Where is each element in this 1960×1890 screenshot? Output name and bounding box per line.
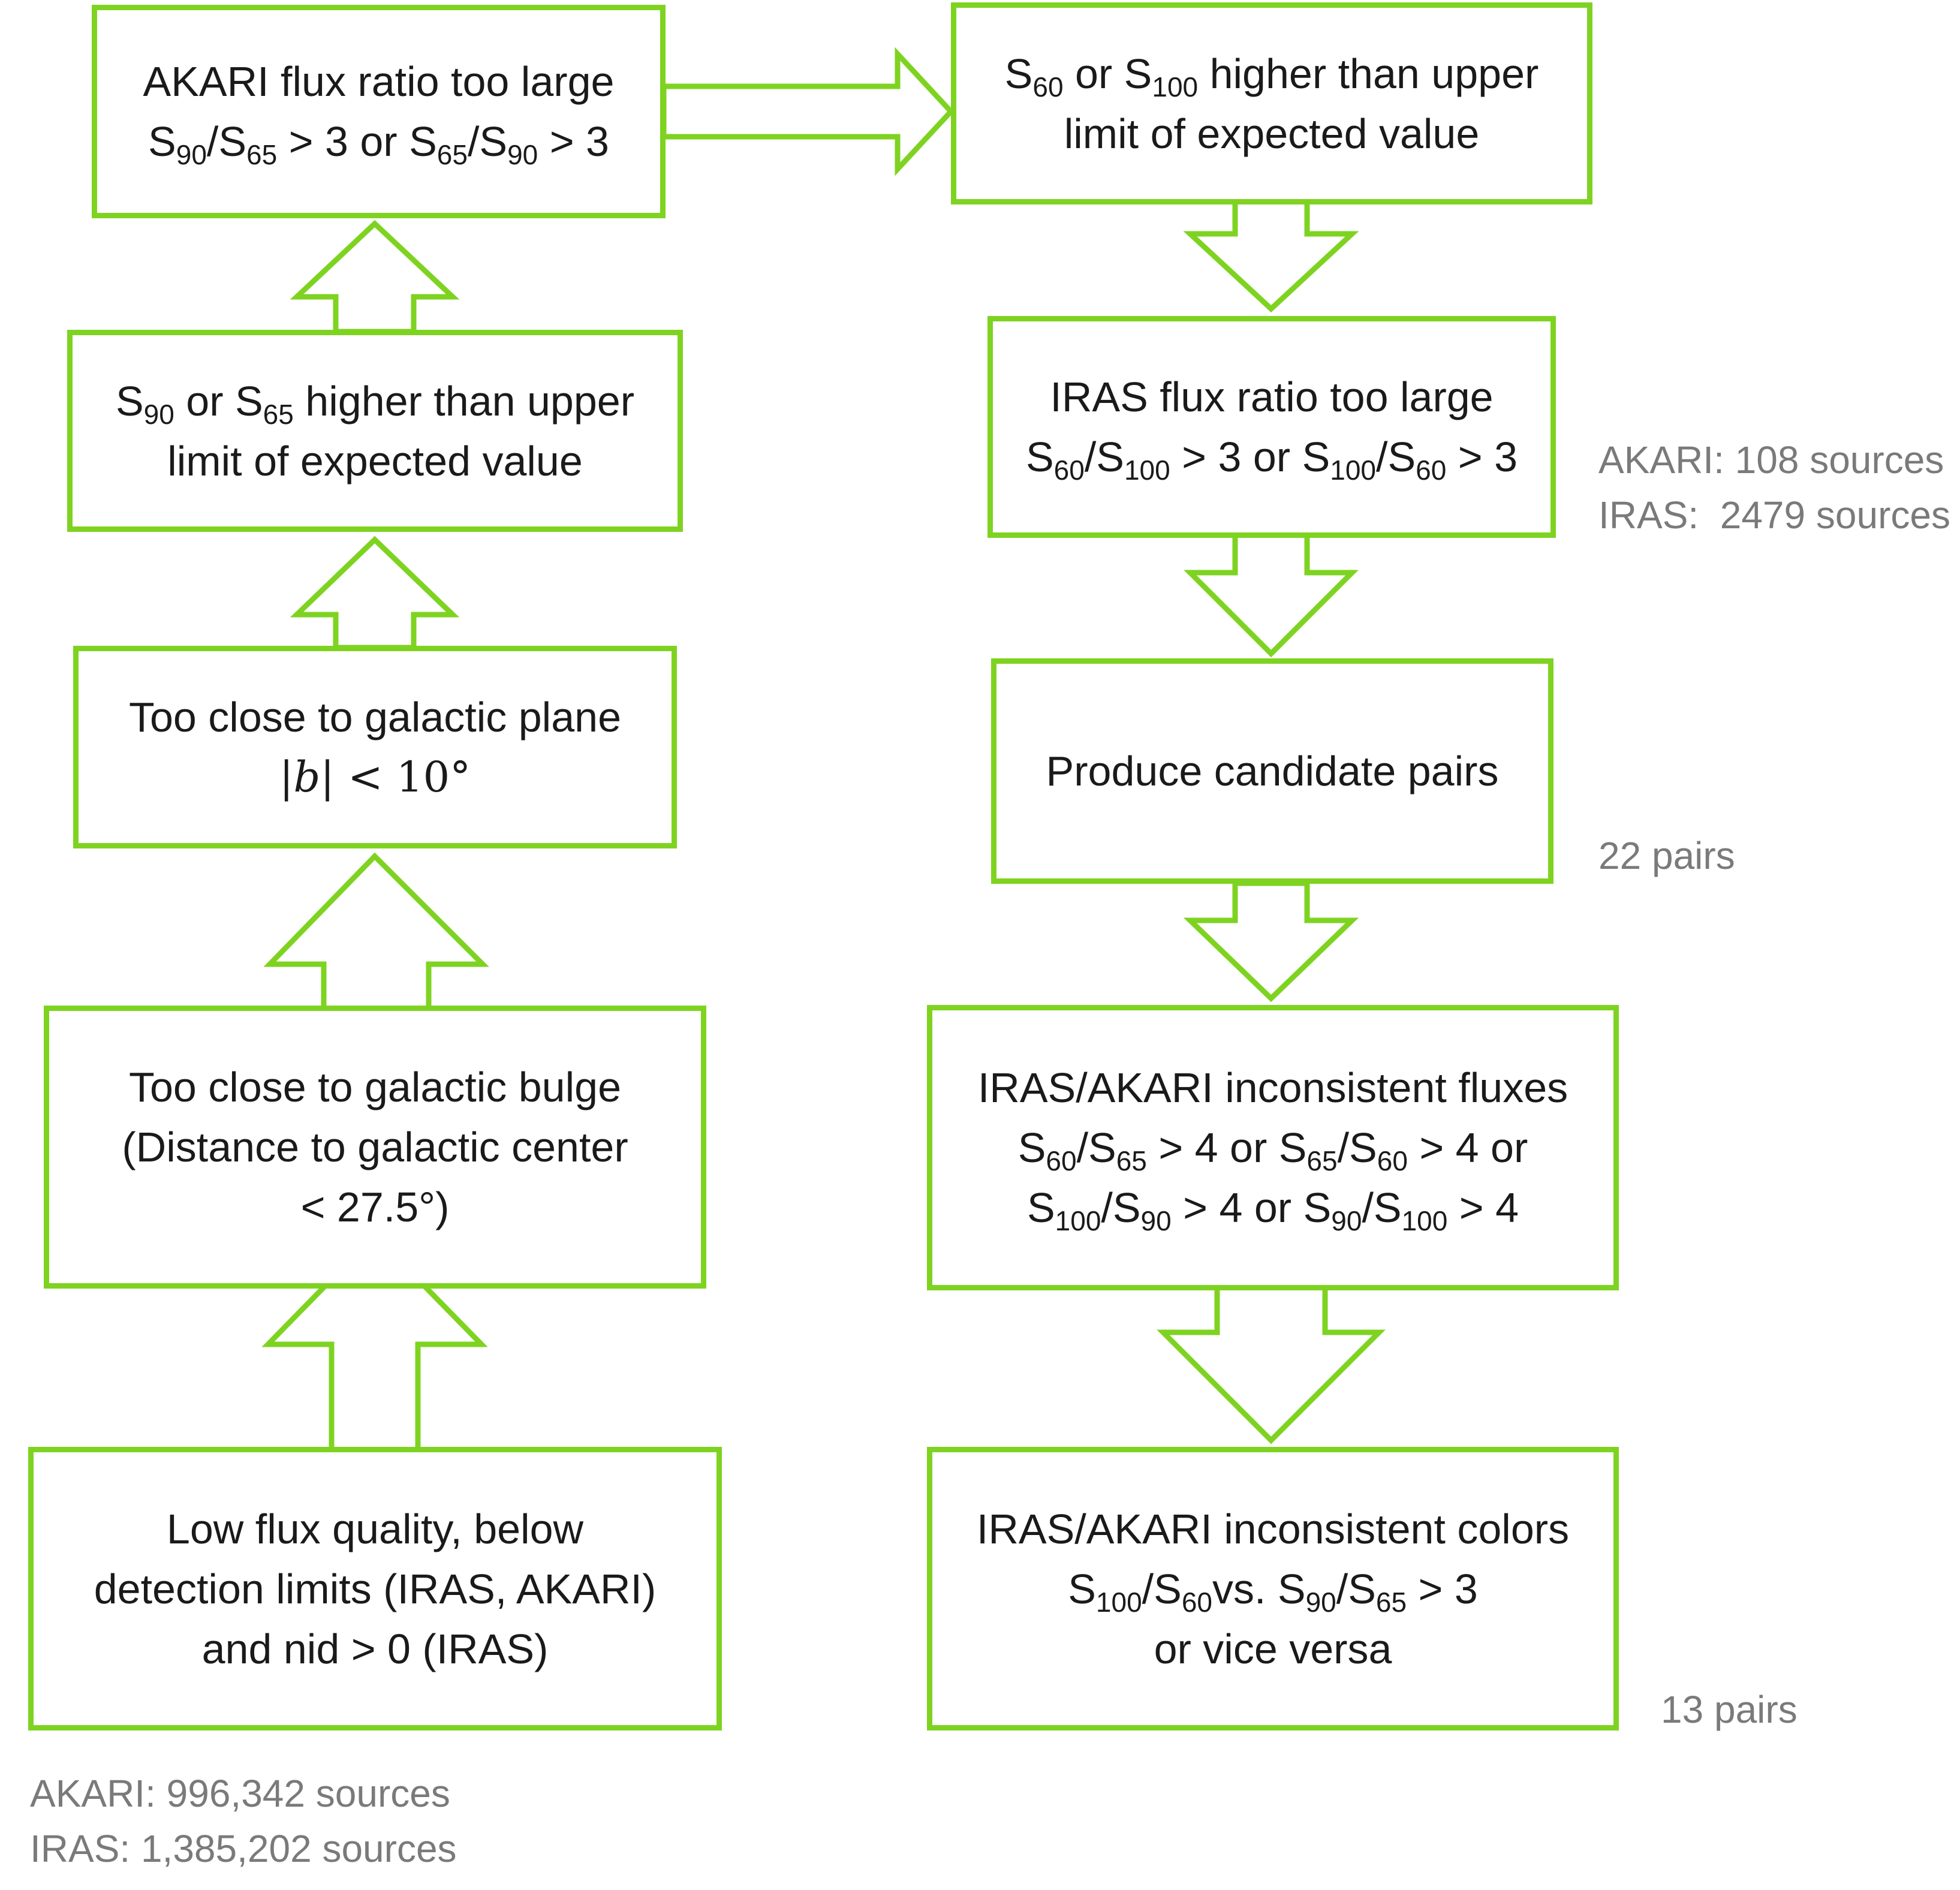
- box-low-flux-quality-line1: Low flux quality, below: [166, 1505, 584, 1552]
- box-low-flux-quality-line2: detection limits (IRAS, AKARI): [94, 1565, 657, 1612]
- box-akari-flux-ratio-line2: S90/S65 > 3 or S65/S90 > 3: [148, 118, 609, 170]
- box-akari-upper-limit-line2: limit of expected value: [167, 437, 583, 484]
- box-inconsistent-fluxes-line2: S60/S65 > 4 or S65/S60 > 4 or: [1017, 1124, 1528, 1176]
- box-iras-flux-ratio-line2: S60/S100 > 3 or S100/S60 > 3: [1025, 434, 1518, 486]
- box-inconsistent-fluxes-line1: IRAS/AKARI inconsistent fluxes: [977, 1064, 1568, 1111]
- arrow-up-bulge-to-plane: [263, 852, 489, 1012]
- note-start-iras-sources: IRAS: 1,385,202 sources: [30, 1827, 457, 1870]
- note-mid-akari-sources: AKARI: 108 sources: [1598, 438, 1944, 481]
- note-start-akari-sources: AKARI: 996,342 sources: [30, 1772, 450, 1815]
- box-galactic-bulge: Too close to galactic bulge (Distance to…: [44, 1006, 706, 1289]
- box-low-flux-quality: Low flux quality, below detection limits…: [28, 1447, 722, 1731]
- box-akari-upper-limit-line1: S90 or S65 higher than upper: [115, 377, 635, 430]
- box-candidate-pairs-line1: Produce candidate pairs: [1046, 748, 1499, 794]
- arrow-right-flux-ratio-to-iras-limit: [661, 47, 955, 176]
- box-candidate-pairs: Produce candidate pairs: [991, 658, 1553, 884]
- arrow-up-plane-to-upper-limit: [290, 535, 460, 651]
- box-inconsistent-colors-line1: IRAS/AKARI inconsistent colors: [976, 1505, 1570, 1552]
- box-galactic-plane: Too close to galactic plane |b| < 10°: [73, 646, 677, 848]
- box-akari-flux-ratio: AKARI flux ratio too large S90/S65 > 3 o…: [92, 5, 666, 218]
- box-akari-flux-ratio-line1: AKARI flux ratio too large: [143, 58, 615, 105]
- box-iras-upper-limit: S60 or S100 higher than upper limit of e…: [951, 2, 1592, 204]
- box-galactic-bulge-line2: (Distance to galactic center: [122, 1124, 628, 1170]
- note-mid-iras-sources: IRAS: 2479 sources: [1598, 493, 1950, 537]
- box-galactic-bulge-line1: Too close to galactic bulge: [128, 1064, 622, 1110]
- box-inconsistent-colors-line3: or vice versa: [1154, 1625, 1392, 1672]
- arrow-up-low-flux-to-bulge: [261, 1231, 488, 1453]
- note-22-pairs: 22 pairs: [1598, 834, 1735, 877]
- box-inconsistent-colors-line2: S100/S60vs. S90/S65 > 3: [1068, 1565, 1478, 1618]
- box-inconsistent-fluxes: IRAS/AKARI inconsistent fluxes S60/S65 >…: [927, 1005, 1619, 1290]
- box-iras-upper-limit-line2: limit of expected value: [1064, 110, 1480, 157]
- arrow-down-fluxes-to-colors: [1157, 1284, 1386, 1444]
- box-iras-flux-ratio: IRAS flux ratio too large S60/S100 > 3 o…: [987, 316, 1556, 538]
- box-galactic-plane-line2: |b| < 10°: [279, 753, 471, 802]
- box-inconsistent-fluxes-line3: S100/S90 > 4 or S90/S100 > 4: [1026, 1184, 1519, 1236]
- box-galactic-plane-line1: Too close to galactic plane: [128, 694, 622, 741]
- arrow-down-iras-limit-to-ratio: [1183, 197, 1359, 313]
- box-iras-flux-ratio-line1: IRAS flux ratio too large: [1050, 374, 1494, 420]
- box-iras-upper-limit-line1: S60 or S100 higher than upper: [1004, 50, 1539, 103]
- box-akari-upper-limit: S90 or S65 higher than upper limit of ex…: [67, 330, 683, 532]
- arrow-down-candidates-to-fluxes: [1183, 880, 1359, 1003]
- box-galactic-bulge-line3: < 27.5°): [300, 1184, 450, 1230]
- arrow-up-upper-limit-to-flux-ratio: [290, 219, 460, 335]
- box-inconsistent-colors: IRAS/AKARI inconsistent colors S100/S60v…: [927, 1447, 1619, 1731]
- box-low-flux-quality-line3: and nid > 0 (IRAS): [201, 1625, 549, 1672]
- arrow-down-ratio-to-candidates: [1184, 532, 1359, 658]
- note-13-pairs: 13 pairs: [1661, 1688, 1798, 1731]
